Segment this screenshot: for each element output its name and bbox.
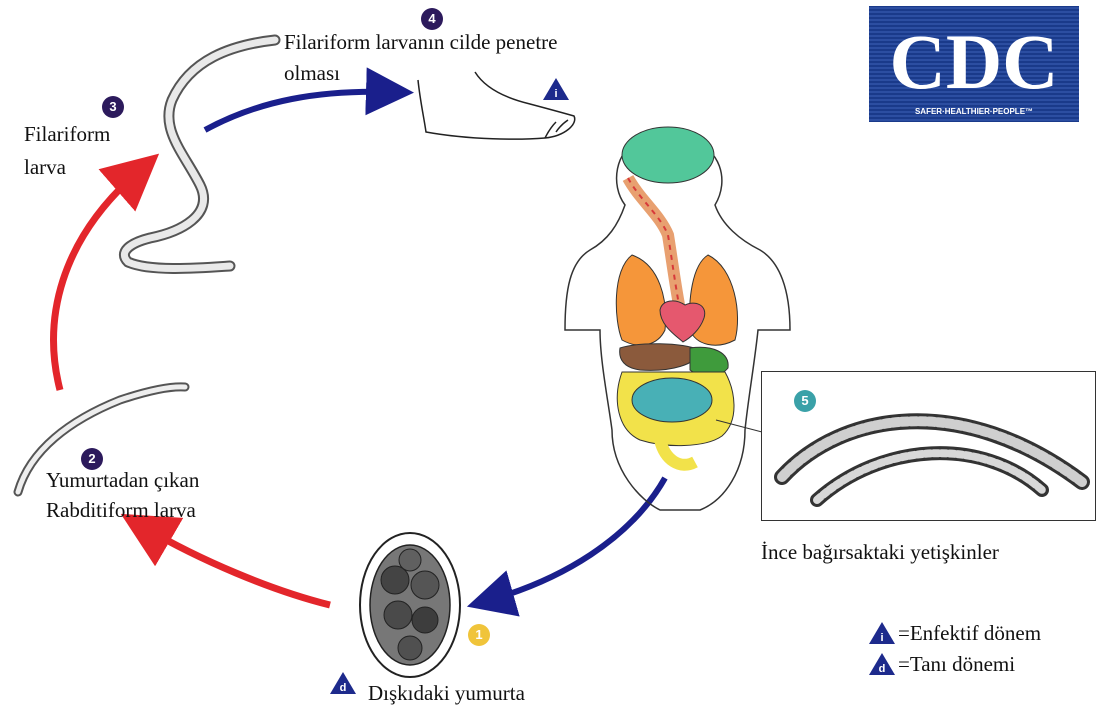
stage-3-label-line2: larva xyxy=(24,155,66,180)
filariform-larva-drawing xyxy=(124,40,275,269)
svg-text:i: i xyxy=(880,632,883,644)
legend-diagnostic-triangle: d xyxy=(869,653,895,675)
svg-text:d: d xyxy=(879,663,886,675)
human-body-drawing xyxy=(565,127,790,510)
arrow-body-to-egg xyxy=(490,478,665,600)
stage-3-label-line1: Filariform xyxy=(24,122,110,147)
stage-3-badge: 3 xyxy=(102,96,124,118)
legend-diagnostic-label: =Tanı dönemi xyxy=(898,652,1015,676)
egg-drawing xyxy=(360,533,460,677)
triangle-stage-1: d xyxy=(330,672,356,694)
cdc-logo-tagline: SAFER·HEALTHIER·PEOPLE™ xyxy=(915,107,1033,116)
legend-infective-label: =Enfektif dönem xyxy=(898,621,1041,645)
stage-5-label: İnce bağırsaktaki yetişkinler xyxy=(761,540,999,565)
arrow-egg-to-rhabditiform xyxy=(145,528,330,605)
stage-1-badge: 1 xyxy=(468,624,490,646)
stage-2-label-line1: Yumurtadan çıkan xyxy=(46,468,199,493)
stage-1-label: Dışkıdaki yumurta xyxy=(368,681,525,706)
triangle-d-label: d xyxy=(340,682,347,694)
stage-4-label-line2: olması xyxy=(284,61,340,86)
legend-infective-triangle: i xyxy=(869,622,895,644)
foot-drawing xyxy=(418,72,575,139)
stage-4-badge: 4 xyxy=(421,8,443,30)
arrow-filariform-to-skin xyxy=(205,92,390,130)
stage-2-label-line2: Rabditiform larva xyxy=(46,498,196,523)
adult-worms-panel: 5 xyxy=(761,371,1096,521)
cdc-logo: CDC SAFER·HEALTHIER·PEOPLE™ xyxy=(869,6,1079,122)
stage-2-badge: 2 xyxy=(81,448,103,470)
triangle-i-label: i xyxy=(554,88,557,100)
adult-worms-drawing xyxy=(762,372,1097,522)
stage-4-label-line1: Filariform larvanın cilde penetre xyxy=(284,30,557,55)
arrow-rhabditiform-to-filariform xyxy=(54,172,138,390)
cdc-logo-text: CDC xyxy=(890,18,1059,105)
triangle-stage-4: i xyxy=(543,78,569,100)
